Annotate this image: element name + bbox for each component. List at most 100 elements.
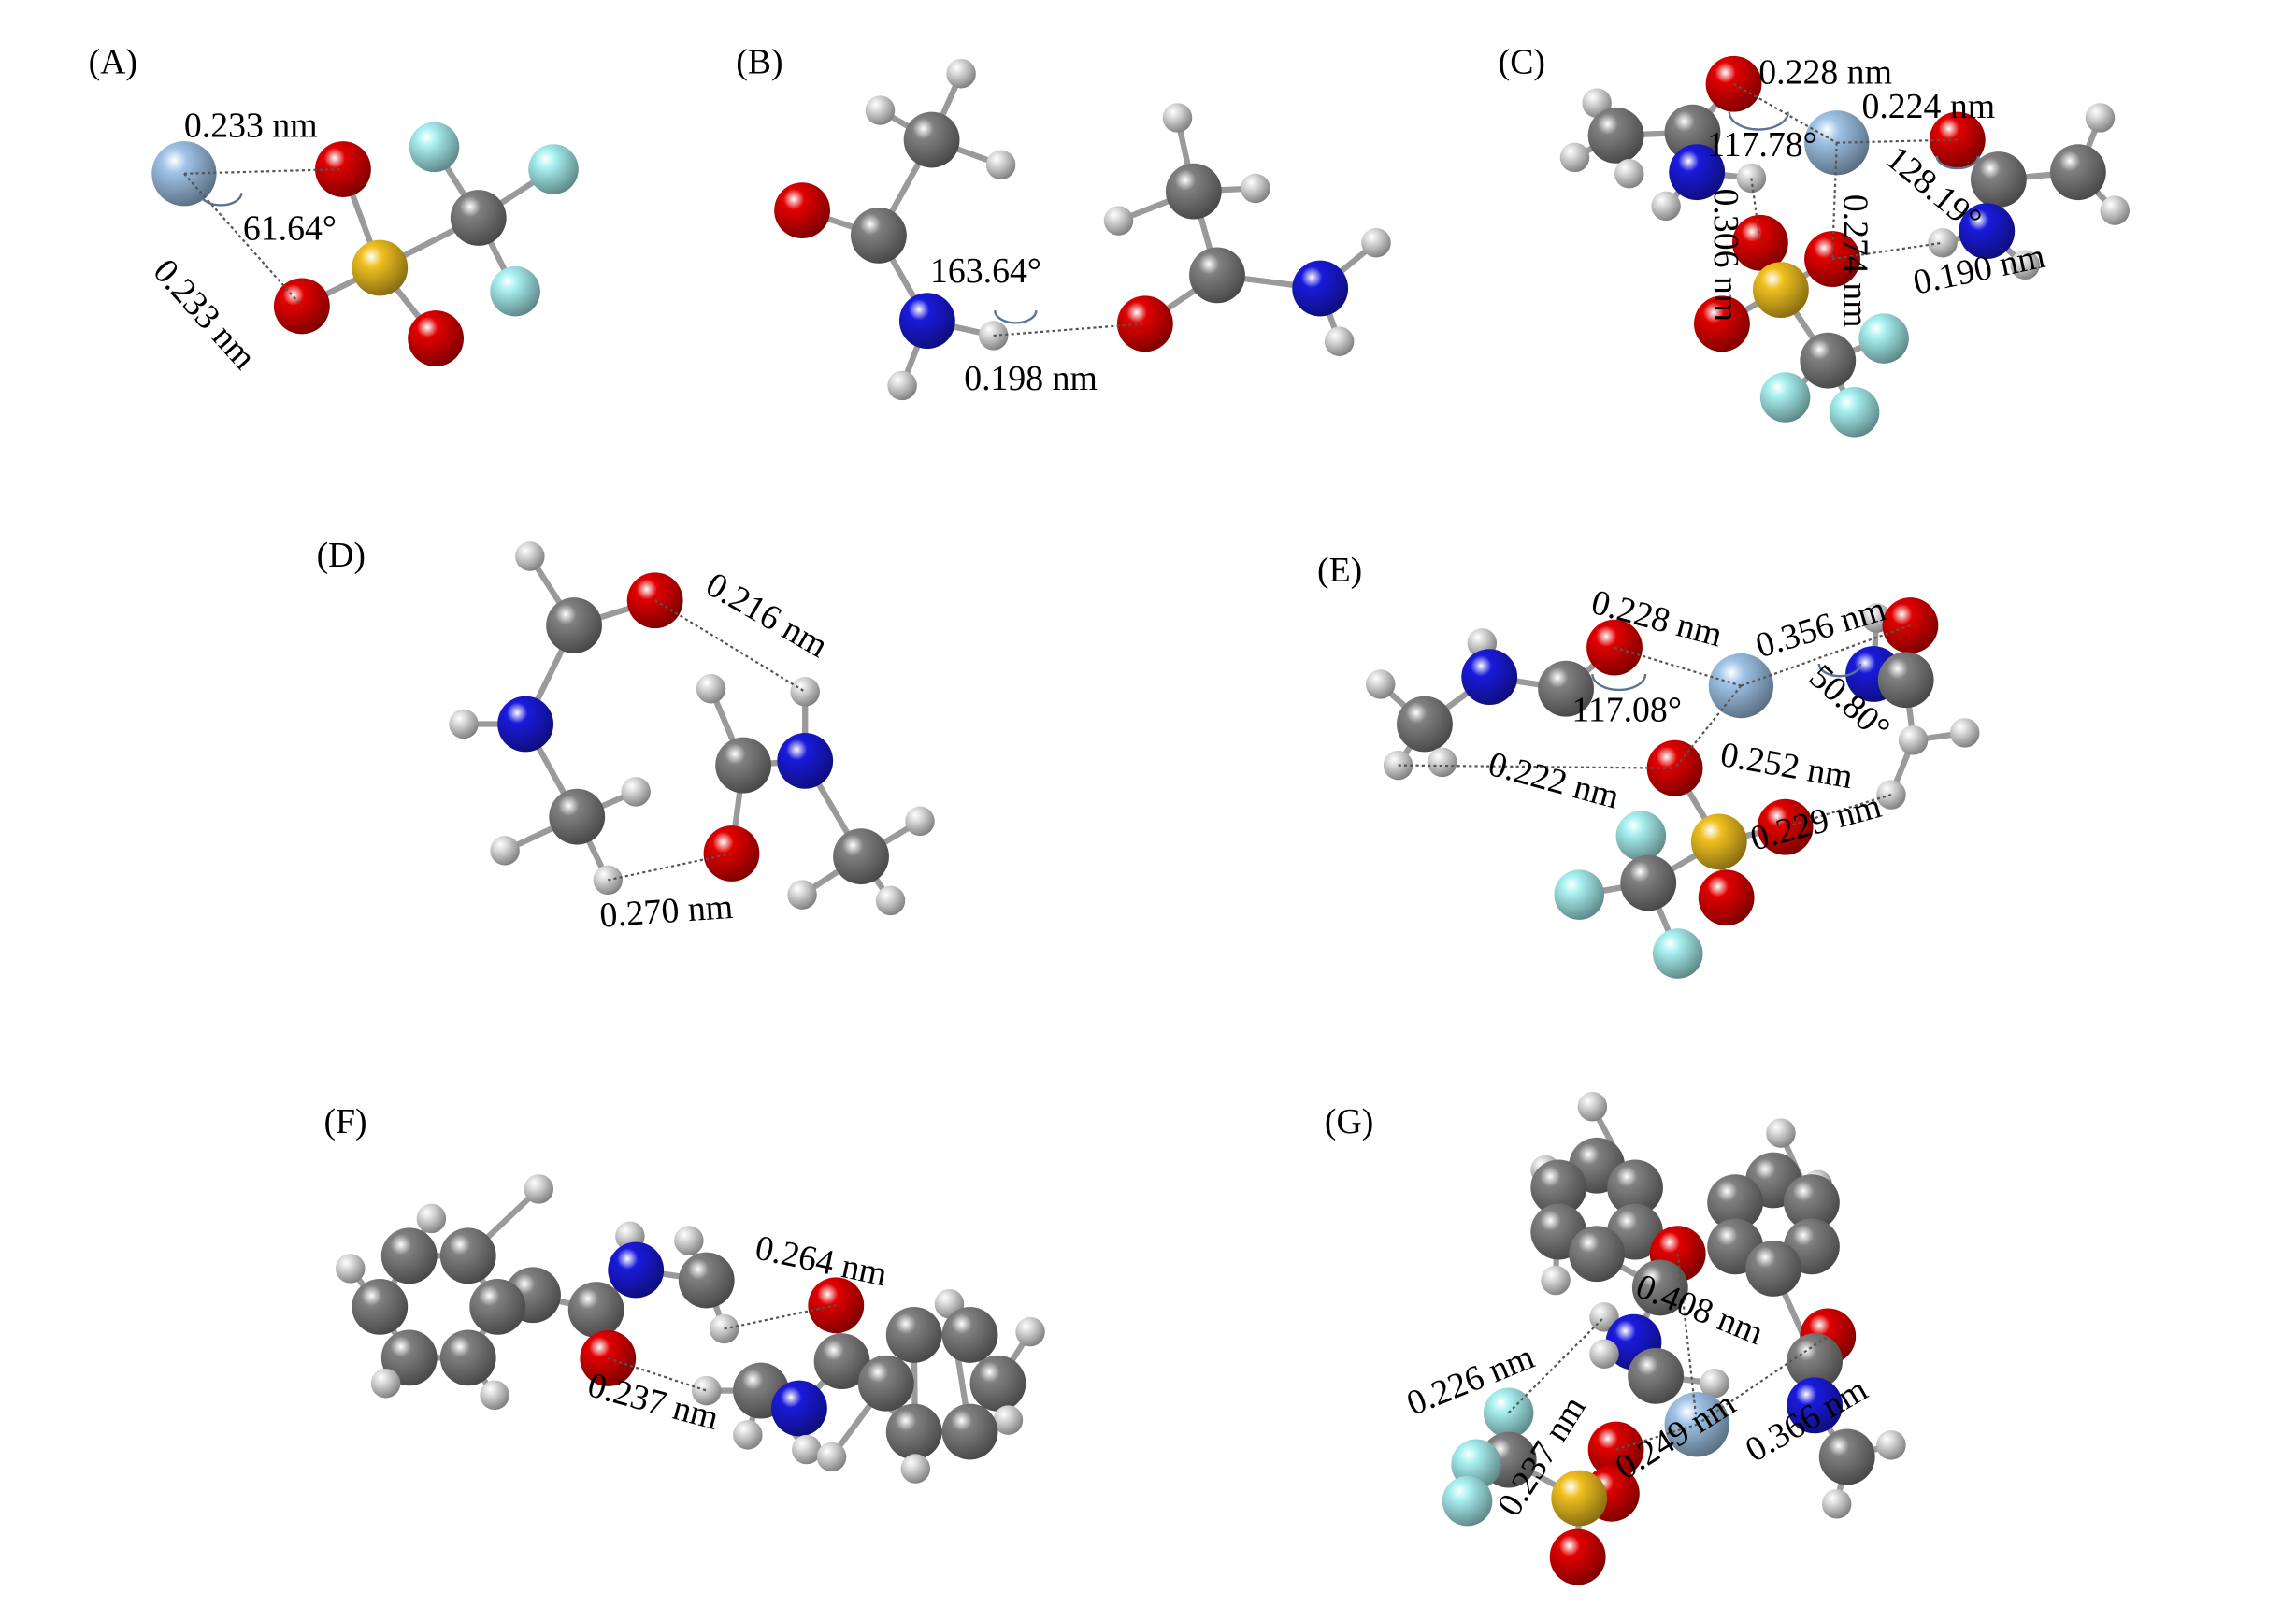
atom-c: [1784, 1174, 1840, 1231]
panel-label-b: (B): [736, 43, 782, 82]
hydrogen-bond-contact: [1831, 241, 1944, 261]
panel-d-atoms: [449, 541, 935, 916]
atom-f: [1759, 372, 1811, 423]
atom-c: [1165, 163, 1222, 220]
atom-s: [1690, 813, 1747, 870]
atom-c: [352, 1278, 409, 1335]
panel-label-d: (D): [317, 536, 366, 575]
atom-h: [1928, 227, 1958, 258]
atom-c: [2049, 144, 2106, 201]
atom-h: [1241, 173, 1270, 204]
atom-h: [1614, 159, 1644, 189]
angle-arc: [1935, 155, 1980, 170]
distance-annotation: 0.216 nm: [699, 565, 835, 666]
atom-h: [1162, 103, 1193, 133]
distance-annotation: 0.224 nm: [1861, 87, 1995, 126]
atom-o: [1698, 869, 1755, 926]
angle-annotation: 61.64°: [243, 209, 337, 249]
distance-annotation: 0.222 nm: [1485, 744, 1624, 816]
distance-annotation: 0.198 nm: [964, 359, 1098, 398]
atom-h: [674, 1226, 704, 1255]
atom-c: [813, 1333, 870, 1390]
atom-h: [621, 777, 651, 807]
atom-o: [1116, 295, 1173, 352]
atom-o: [1929, 111, 1986, 168]
distance-annotation: 0.228 nm: [1758, 53, 1892, 93]
atom-h: [1651, 191, 1681, 222]
atom-o: [1586, 619, 1643, 676]
atom-h: [336, 1254, 366, 1284]
atom-h: [887, 370, 917, 401]
atom-f: [409, 122, 460, 173]
distance-annotation: 0.274 nm: [1836, 194, 1875, 328]
atom-h: [1103, 206, 1134, 236]
atom-h: [816, 1442, 847, 1472]
atom-n: [777, 732, 834, 789]
atom-c: [1877, 652, 1934, 709]
atom-c: [857, 1355, 914, 1412]
panel-label-c: (C): [1499, 43, 1545, 82]
atom-f: [1652, 928, 1703, 979]
atom-h: [480, 1380, 509, 1411]
atom-c: [715, 737, 772, 794]
atom-c: [885, 1307, 942, 1363]
atom-c: [1818, 1428, 1875, 1485]
atom-h: [993, 1405, 1024, 1435]
hydrogen-bond-contact: [1836, 138, 1958, 144]
atom-n: [898, 293, 955, 350]
atom-o: [1694, 295, 1750, 352]
hydrogen-bond-contact: [724, 1304, 837, 1330]
hydrogen-bond-contact: [993, 323, 1145, 337]
atom-f: [1615, 811, 1667, 861]
atom-h: [900, 1454, 931, 1484]
atom-h: [2010, 250, 2040, 280]
distance-annotation: 0.306 nm: [1706, 188, 1745, 322]
atom-c: [1628, 1347, 1684, 1404]
hydrogen-bond-contact: [1615, 1423, 1698, 1451]
atom-h: [733, 1420, 763, 1450]
atom-c: [1530, 1159, 1587, 1216]
atom-c: [1538, 660, 1594, 717]
hydrogen-bond-contact: [1785, 794, 1892, 828]
atom-h: [449, 709, 479, 739]
panel-label-g: (G): [1325, 1102, 1373, 1141]
atom-n: [1669, 144, 1726, 201]
atom-h: [524, 1174, 554, 1204]
atom-n: [497, 696, 554, 753]
atom-n: [1959, 203, 2016, 260]
atom-c: [851, 207, 907, 264]
atom-h: [692, 1375, 722, 1406]
hydrogen-bond-contact: [1696, 1335, 1829, 1426]
distance-annotation: 0.270 nm: [598, 887, 734, 936]
atom-h: [1589, 1339, 1619, 1369]
atom-n: [1292, 260, 1349, 317]
atom-h: [1876, 1430, 1906, 1460]
atom-n: [771, 1380, 827, 1437]
panel-label-e: (E): [1317, 551, 1362, 590]
atom-c: [450, 190, 507, 246]
atom-c: [469, 1278, 526, 1335]
atom-h: [515, 541, 545, 571]
atom-f: [1554, 869, 1604, 920]
angle-arc: [1817, 663, 1862, 678]
panel-label-f: (F): [323, 1102, 366, 1141]
atom-h: [790, 677, 820, 707]
atom-c: [833, 828, 889, 885]
atom-c: [439, 1329, 496, 1386]
atom-h: [905, 806, 935, 837]
atom-h: [490, 836, 520, 866]
atom-c: [1607, 1159, 1663, 1216]
atom-h: [978, 321, 1009, 351]
atom-c: [678, 1252, 735, 1309]
atom-h: [787, 880, 817, 910]
panel-f-atoms: [336, 1174, 1045, 1484]
atom-h: [946, 58, 976, 89]
distance-annotation: 0.252 nm: [1717, 735, 1856, 796]
atom-c: [1587, 107, 1644, 164]
atom-c: [941, 1307, 998, 1363]
hydrogen-bond-contact: [1507, 1316, 1605, 1413]
distance-annotation: 0.229 nm: [1746, 786, 1886, 858]
atom-h: [985, 150, 1016, 180]
angle-arc: [199, 193, 243, 207]
